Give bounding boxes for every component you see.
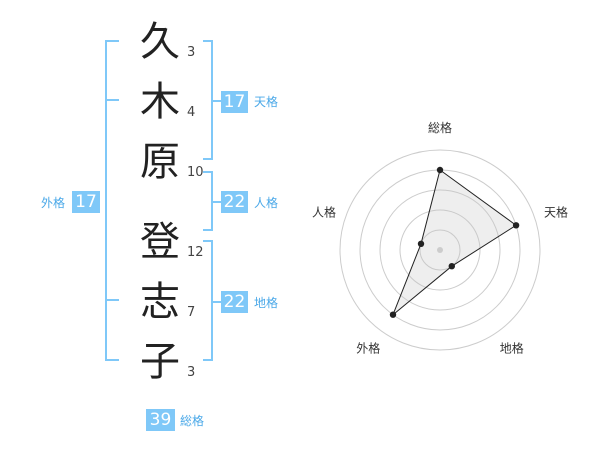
chikaku-bracket-arm bbox=[211, 301, 221, 303]
stroke-count-4: 12 bbox=[187, 245, 204, 260]
name-char-4: 登 bbox=[140, 219, 180, 265]
jinkaku-bracket-arm bbox=[211, 201, 221, 203]
gaikaku-bracket-top bbox=[105, 40, 119, 42]
gaikaku-bracket-bottom bbox=[105, 359, 119, 361]
radar-point-4 bbox=[389, 311, 397, 318]
soukaku-value-box: 39 bbox=[146, 409, 175, 431]
gaikaku-value-box: 17 bbox=[72, 191, 100, 213]
name-char-6: 子 bbox=[140, 339, 180, 385]
radar-ring-1 bbox=[419, 229, 461, 271]
stroke-count-2: 4 bbox=[187, 105, 196, 120]
radar-axis-label-5: 人格 bbox=[312, 204, 336, 219]
jinkaku-bracket-bottom bbox=[203, 229, 213, 231]
radar-axis-label-1: 総格 bbox=[428, 120, 452, 135]
jinkaku-label: 人格 bbox=[254, 196, 279, 210]
radar-axis-label-3: 地格 bbox=[500, 341, 524, 356]
radar-point-1 bbox=[436, 166, 444, 174]
tenkaku-bracket-arm bbox=[211, 100, 221, 102]
name-char-1: 久 bbox=[140, 19, 180, 65]
radar-point-5 bbox=[417, 240, 425, 247]
tenkaku-label: 天格 bbox=[254, 95, 279, 109]
radar-ring-5 bbox=[339, 149, 541, 351]
jinkaku-bracket-top bbox=[203, 171, 213, 173]
radar-data-polygon bbox=[392, 169, 517, 316]
chikaku-bracket-top bbox=[203, 240, 213, 242]
radar-ring-3 bbox=[379, 189, 501, 311]
radar-point-2 bbox=[512, 222, 520, 229]
gaikaku-bracket-tick-2 bbox=[105, 299, 119, 301]
gaikaku-bracket-tick bbox=[105, 99, 119, 101]
name-char-2: 木 bbox=[140, 79, 180, 125]
tenkaku-bracket-bottom bbox=[203, 158, 213, 160]
soukaku-label: 総格 bbox=[180, 414, 205, 428]
tenkaku-bracket-top bbox=[203, 40, 213, 42]
stroke-count-6: 3 bbox=[187, 365, 196, 380]
stroke-count-1: 3 bbox=[187, 45, 196, 60]
tenkaku-value-box: 17 bbox=[221, 91, 248, 113]
stroke-count-3: 10 bbox=[187, 165, 204, 180]
radar-axis-label-4: 外格 bbox=[356, 341, 380, 356]
radar-ring-2 bbox=[399, 209, 481, 291]
chikaku-value-box: 22 bbox=[221, 291, 248, 313]
name-char-3: 原 bbox=[140, 139, 180, 185]
radar-point-3 bbox=[448, 263, 455, 270]
name-char-5: 志 bbox=[140, 279, 180, 325]
gaikaku-bracket-line bbox=[105, 40, 107, 361]
chikaku-bracket-line bbox=[211, 240, 213, 361]
radar-axis-label-2: 天格 bbox=[544, 204, 568, 219]
chikaku-label: 地格 bbox=[254, 296, 279, 310]
chikaku-bracket-bottom bbox=[203, 359, 213, 361]
gaikaku-label: 外格 bbox=[41, 196, 66, 210]
radar-center-dot bbox=[437, 247, 443, 253]
jinkaku-value-box: 22 bbox=[221, 191, 248, 213]
stroke-count-5: 7 bbox=[187, 305, 196, 320]
